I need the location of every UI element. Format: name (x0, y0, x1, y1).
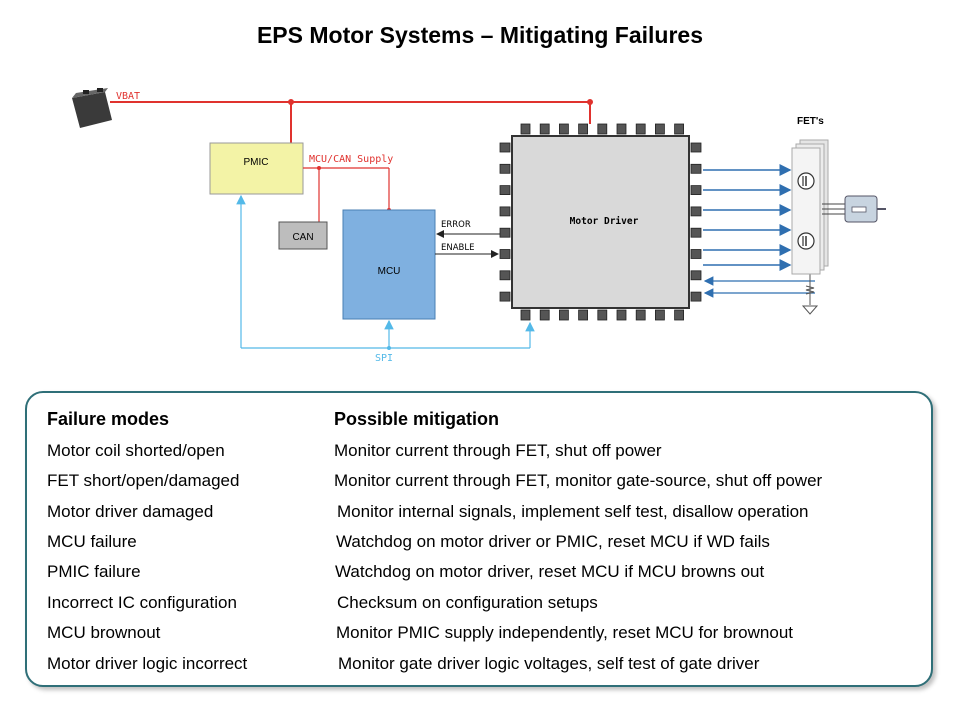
chip-pin (499, 249, 511, 259)
chip-pin (559, 123, 569, 135)
can-block (278, 221, 328, 250)
chip-pin (635, 123, 646, 135)
motor-driver-chip (499, 123, 702, 321)
chip-pin (690, 249, 702, 259)
vbat-label: VBAT (116, 91, 140, 102)
chip-pin (499, 142, 511, 153)
mcu-label: MCU (378, 266, 401, 277)
chip-pin (674, 309, 684, 321)
battery-icon (72, 88, 112, 128)
chip-pin (690, 185, 702, 196)
failure-mode-cell: Motor coil shorted/open (47, 441, 225, 460)
chip-pin (520, 123, 531, 135)
chip-pin (616, 123, 627, 135)
motor-driver-label: Motor Driver (570, 216, 639, 227)
chip-pin (597, 309, 608, 321)
failure-mode-cell: MCU failure (47, 532, 137, 551)
enable-label: ENABLE (441, 243, 474, 253)
mitigation-cell: Monitor current through FET, shut off po… (334, 441, 662, 460)
block-diagram: VBAT PMIC MCU/CAN Supply CAN MCU ERROR E… (72, 88, 886, 364)
vbat-line (110, 99, 593, 143)
failure-table (25, 391, 933, 687)
chip-pin (690, 206, 702, 217)
chip-pin (655, 309, 665, 321)
chip-pin (690, 142, 702, 153)
mitigation-cell: Monitor PMIC supply independently, reset… (336, 623, 793, 642)
failure-mode-cell: Motor driver damaged (47, 502, 214, 521)
header-failure-modes: Failure modes (47, 409, 170, 429)
pmic-label: PMIC (244, 157, 269, 168)
page-title: EPS Motor Systems – Mitigating Failures (256, 22, 704, 48)
mcu-block (342, 209, 436, 320)
chip-pin (635, 309, 646, 321)
failure-mode-cell: FET short/open/damaged (47, 471, 240, 490)
fets-label: FET's (797, 116, 824, 127)
mitigation-cell: Monitor internal signals, implement self… (337, 502, 809, 521)
chip-pin (539, 123, 550, 135)
error-label: ERROR (441, 220, 471, 230)
supply-label: MCU/CAN Supply (309, 154, 393, 165)
chip-pin (499, 291, 511, 302)
mitigation-cell: Monitor current through FET, monitor gat… (334, 471, 823, 490)
feedback-lines (703, 272, 819, 315)
can-label: CAN (292, 232, 313, 243)
mitigation-cell: Checksum on configuration setups (337, 593, 598, 612)
chip-pin (499, 227, 511, 238)
chip-pin (578, 309, 588, 321)
chip-pin (578, 123, 588, 135)
chip-pin (539, 309, 550, 321)
failure-mode-cell: MCU brownout (47, 623, 161, 642)
spi-lines (236, 194, 535, 350)
chip-pin (690, 227, 702, 238)
motor-icon (822, 195, 886, 223)
mitigation-cell: Watchdog on motor driver or PMIC, reset … (336, 532, 770, 551)
supply-lines (303, 166, 391, 222)
failure-mode-cell: PMIC failure (47, 562, 141, 581)
chip-pin (674, 123, 684, 135)
chip-pin (499, 163, 511, 174)
chip-pin (690, 291, 702, 302)
chip-pin (690, 163, 702, 174)
gate-drive-arrows (703, 164, 792, 271)
mitigation-cell: Watchdog on motor driver, reset MCU if M… (335, 562, 765, 581)
chip-pin (520, 309, 531, 321)
chip-pin (499, 206, 511, 217)
chip-pin (499, 185, 511, 196)
chip-pin (690, 270, 702, 281)
chip-pin (499, 270, 511, 281)
pmic-block (209, 142, 304, 195)
fet-stack-icon (791, 139, 829, 275)
failure-mode-cell: Motor driver logic incorrect (47, 654, 248, 673)
header-possible-mitigation: Possible mitigation (334, 409, 500, 429)
spi-label: SPI (375, 353, 393, 364)
mitigation-cell: Monitor gate driver logic voltages, self… (338, 654, 760, 673)
chip-pin (559, 309, 569, 321)
chip-pin (655, 123, 665, 135)
chip-pin (597, 123, 608, 135)
chip-pin (616, 309, 627, 321)
failure-mode-cell: Incorrect IC configuration (47, 593, 237, 612)
